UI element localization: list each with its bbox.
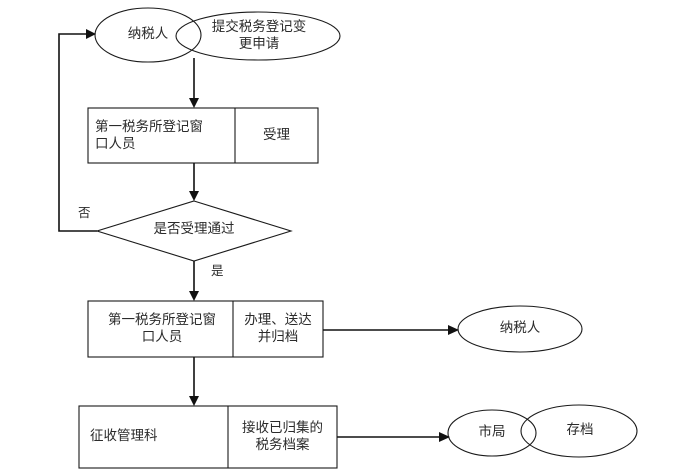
- arrowhead-step2-to-step3: [189, 396, 199, 406]
- box-step1: [87, 107, 319, 164]
- ellipse-taxpayer-end: [457, 305, 583, 353]
- ellipse-bureau: [447, 409, 537, 457]
- arrowhead-decision-yes-to-step2: [189, 291, 199, 301]
- ellipse-archive: [520, 404, 638, 458]
- ellipse-submit-application: [175, 11, 341, 61]
- ellipse-taxpayer-start: [94, 7, 202, 63]
- box-step2: [87, 300, 324, 358]
- arrowhead-step1-to-decision: [189, 191, 199, 201]
- diamond-decision: [95, 200, 293, 262]
- arrowhead-step2-to-taxpayer-end: [448, 325, 459, 335]
- box-step3: [78, 405, 338, 469]
- arrowhead-decision-no-feedback: [86, 29, 96, 39]
- arrowhead-start-to-step1: [189, 98, 199, 108]
- connector-decision-no-feedback: [58, 33, 97, 232]
- arrowhead-step3-to-bureau: [439, 432, 450, 442]
